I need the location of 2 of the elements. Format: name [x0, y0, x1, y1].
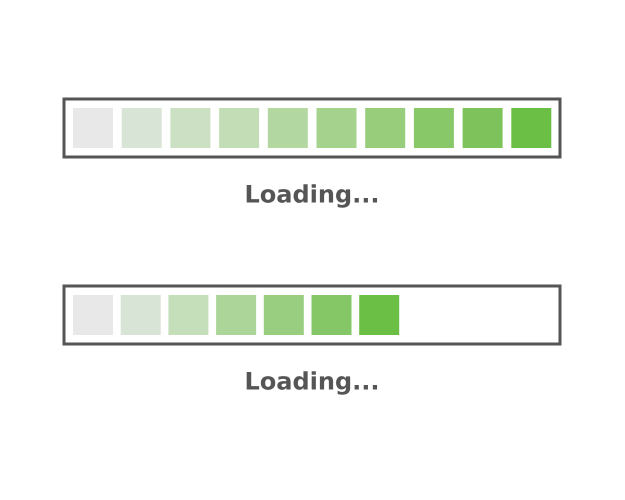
status-text: Loading...	[246, 371, 378, 395]
status-text: Loading...	[246, 184, 378, 208]
